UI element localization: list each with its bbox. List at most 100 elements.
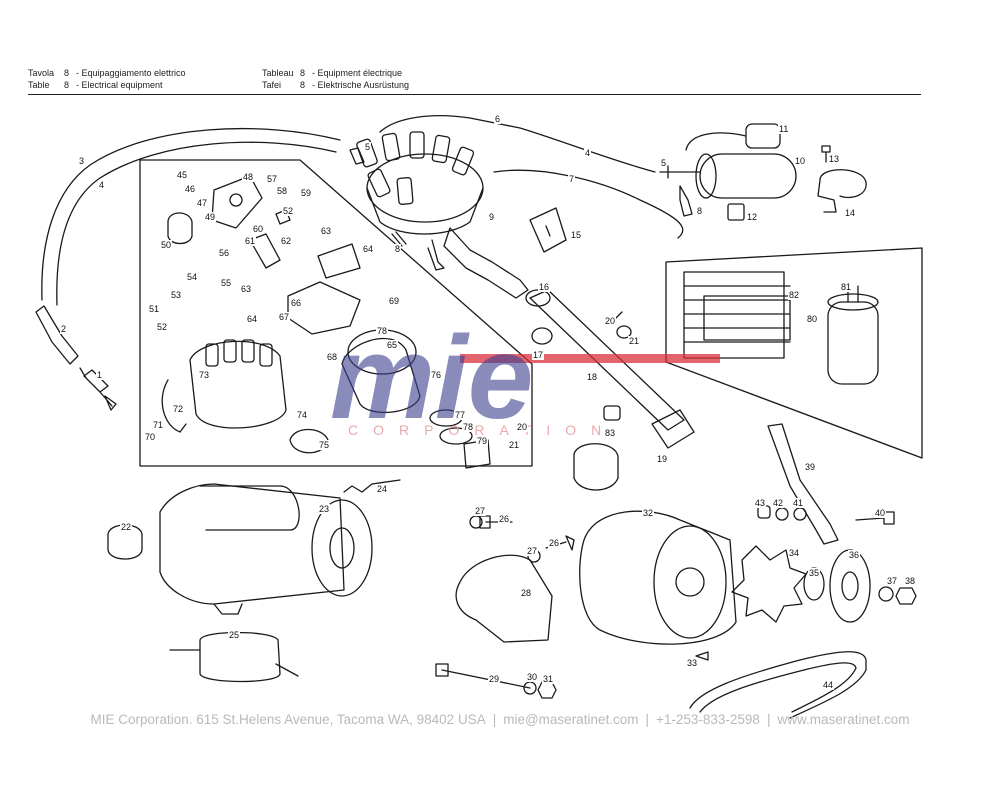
header-rule — [28, 94, 921, 95]
distributor-cap-73 — [189, 339, 287, 429]
part-label-17: 17 — [532, 350, 545, 360]
part-label-60: 60 — [252, 224, 265, 234]
nut-38 — [895, 587, 917, 605]
mie-watermark-logo: mie — [330, 326, 720, 444]
contact-breaker-48 — [211, 175, 263, 229]
part-label-3: 3 — [78, 156, 86, 166]
footer-company: MIE Corporation. 615 St.Helens Avenue, T… — [90, 712, 486, 727]
part-label-55: 55 — [220, 278, 233, 288]
coil-lead-7 — [493, 169, 684, 239]
washer-27 — [469, 515, 483, 529]
part-label-78: 78 — [462, 422, 475, 432]
coil-clamp-14 — [817, 169, 867, 213]
part-label-25: 25 — [228, 630, 241, 640]
bolt-29 — [435, 663, 531, 689]
part-label-6: 6 — [494, 114, 502, 124]
condenser-50 — [167, 212, 193, 245]
part-label-83: 83 — [604, 428, 617, 438]
part-label-77: 77 — [454, 410, 467, 420]
part-label-36: 36 — [848, 550, 861, 560]
part-label-20: 20 — [516, 422, 529, 432]
bracket-12 — [727, 203, 745, 221]
part-label-5: 5 — [660, 158, 668, 168]
solenoid-25 — [169, 631, 299, 683]
watermark-subtitle: CORPORATION — [348, 422, 617, 438]
part-label-45: 45 — [176, 170, 189, 180]
footer-separator: | — [645, 712, 649, 727]
header-title-de: - Elektrische Ausrüstung — [312, 80, 410, 90]
footer-website[interactable]: www.maseratinet.com — [777, 712, 910, 727]
distributor-9 — [356, 131, 529, 299]
header-title-fr: - Equipment électrique — [312, 68, 403, 78]
terminal-8b — [679, 185, 693, 217]
footer: MIE Corporation. 615 St.Helens Avenue, T… — [0, 712, 1000, 727]
part-label-4: 4 — [584, 148, 592, 158]
clip-72 — [161, 379, 187, 433]
part-label-63: 63 — [320, 226, 333, 236]
part-label-41: 41 — [792, 498, 805, 508]
part-label-22: 22 — [120, 522, 133, 532]
part-label-57: 57 — [266, 174, 279, 184]
alt-coil-inset-frame — [665, 247, 923, 459]
part-label-1: 1 — [96, 370, 104, 380]
alternator-32 — [579, 510, 737, 645]
part-label-24: 24 — [376, 484, 389, 494]
part-label-28: 28 — [520, 588, 533, 598]
capacitor-11 — [685, 123, 781, 151]
spark-plug-1 — [79, 367, 117, 411]
part-label-8: 8 — [394, 244, 402, 254]
part-label-81: 81 — [840, 282, 853, 292]
gear-19 — [651, 409, 695, 449]
part-label-70: 70 — [144, 432, 157, 442]
part-label-37: 37 — [886, 576, 899, 586]
part-label-5: 5 — [364, 142, 372, 152]
part-label-35: 35 — [808, 568, 821, 578]
washer-41 — [793, 507, 807, 521]
part-label-44: 44 — [822, 680, 835, 690]
key-33 — [695, 651, 709, 661]
screw-13 — [821, 145, 831, 163]
coil-lead-6 — [379, 115, 656, 173]
header-title-it: - Equipaggiamento elettrico — [76, 68, 186, 78]
part-label-58: 58 — [276, 186, 289, 196]
bush-17 — [531, 327, 553, 345]
part-label-32: 32 — [642, 508, 655, 518]
part-label-40: 40 — [874, 508, 887, 518]
part-label-38: 38 — [904, 576, 917, 586]
part-label-15: 15 — [570, 230, 583, 240]
pinion-22 — [107, 524, 143, 560]
part-label-21: 21 — [508, 440, 521, 450]
header-num-en: 8 — [64, 80, 70, 90]
part-label-11: 11 — [778, 124, 790, 134]
bush-83 — [603, 405, 621, 421]
part-label-46: 46 — [184, 184, 197, 194]
part-label-20: 20 — [604, 316, 617, 326]
header-label-fr: Tableau — [262, 68, 294, 78]
part-label-71: 71 — [152, 420, 165, 430]
part-label-66: 66 — [290, 298, 303, 308]
part-label-69: 69 — [388, 296, 401, 306]
part-label-27: 27 — [474, 506, 487, 516]
part-label-54: 54 — [186, 272, 199, 282]
part-label-7: 7 — [568, 174, 576, 184]
part-label-72: 72 — [172, 404, 185, 414]
part-label-10: 10 — [794, 156, 807, 166]
watermark-red-bar — [460, 354, 720, 363]
part-label-78: 78 — [376, 326, 389, 336]
part-label-14: 14 — [844, 208, 857, 218]
part-label-73: 73 — [198, 370, 211, 380]
part-label-19: 19 — [656, 454, 669, 464]
part-label-16: 16 — [538, 282, 551, 292]
header-title-en: - Electrical equipment — [76, 80, 163, 90]
part-label-47: 47 — [196, 198, 209, 208]
drive-gear-84 — [573, 443, 619, 491]
part-label-68: 68 — [326, 352, 339, 362]
advance-unit-65 — [341, 338, 421, 414]
part-label-12: 12 — [746, 212, 759, 222]
header-num-de: 8 — [300, 80, 306, 90]
part-label-52: 52 — [282, 206, 295, 216]
part-label-64: 64 — [246, 314, 259, 324]
footer-email[interactable]: mie@maseratinet.com — [503, 712, 639, 727]
footer-phone: +1-253-833-2598 — [655, 712, 760, 727]
